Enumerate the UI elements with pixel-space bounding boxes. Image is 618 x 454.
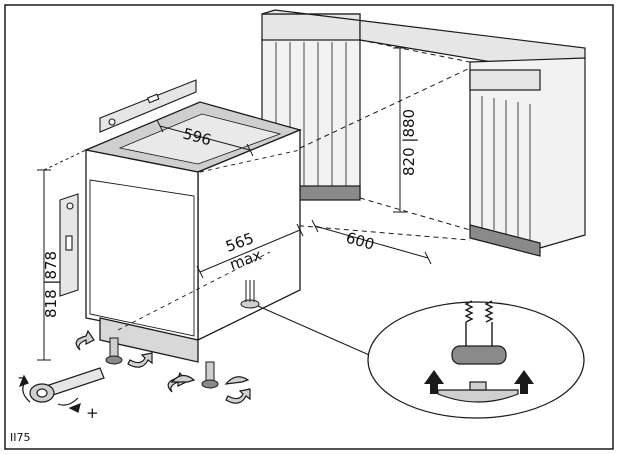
- adjust-plus-sign: +: [86, 404, 99, 422]
- wrench-tool: [18, 367, 105, 413]
- niche-depth-dimension: [311, 219, 432, 265]
- right-cabinet: [469, 57, 586, 257]
- rotate-arrow-icon: [75, 329, 251, 404]
- side-spirit-level: [59, 193, 79, 297]
- height-label: 818 |878: [42, 251, 60, 318]
- adjust-minus-sign: -: [18, 368, 23, 386]
- rear-adjust-foot: [240, 280, 260, 309]
- niche-height-dimension: [393, 47, 407, 213]
- niche-height-label: 820 |880: [400, 109, 418, 176]
- detail-leader-line: [257, 305, 377, 359]
- up-arrow-icon: [424, 370, 534, 394]
- foot-detail: [367, 300, 585, 419]
- dishwasher: [83, 101, 302, 363]
- height-dimension: [37, 149, 87, 361]
- front-right-foot: [201, 361, 219, 389]
- figure-code: II75: [10, 431, 31, 444]
- spirit-level: [99, 79, 197, 133]
- width-dimension: [156, 119, 254, 157]
- projection-lines: [117, 149, 301, 341]
- front-left-foot: [105, 337, 123, 365]
- depth-dimension: [196, 223, 304, 279]
